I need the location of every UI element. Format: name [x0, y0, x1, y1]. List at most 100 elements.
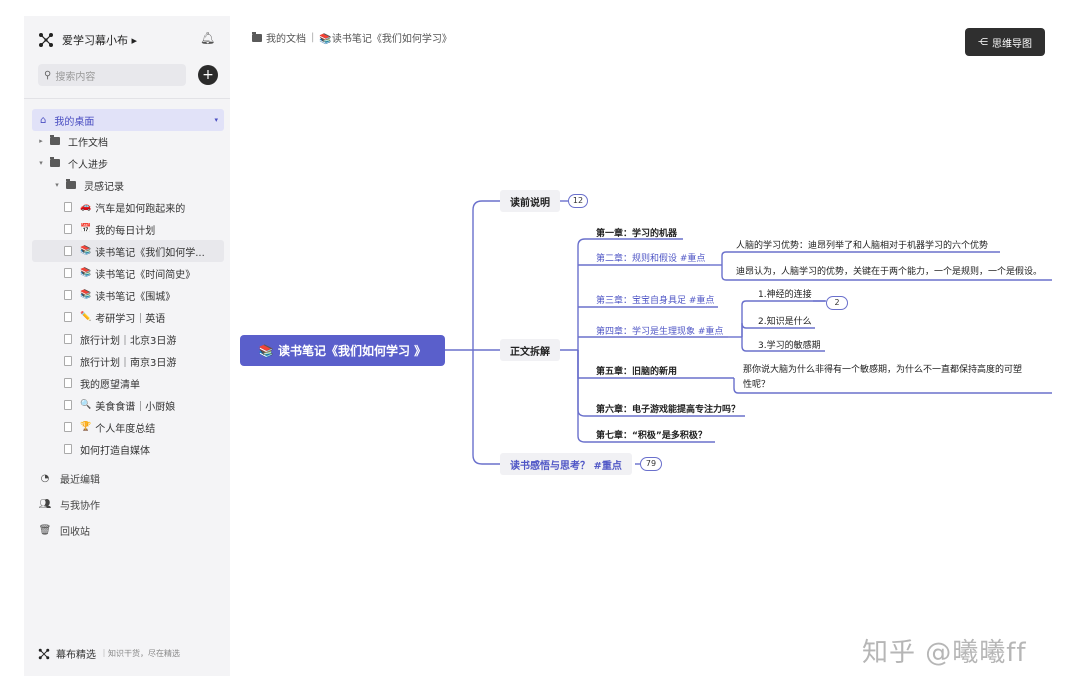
document-icon [64, 422, 72, 432]
sidebar-document[interactable]: 🔍美食食谱｜小厨娘 [32, 394, 224, 416]
add-button[interactable]: + [198, 65, 218, 85]
node-main-text[interactable]: 正文拆解 [500, 339, 560, 361]
workspace-switcher[interactable]: 爱学习幕小布 ▸ [38, 30, 137, 50]
sidebar-document[interactable]: 旅行计划｜北京3日游 [32, 328, 224, 350]
emoji-icon: 📚 [80, 290, 92, 300]
document-icon [64, 290, 72, 300]
mindmap-icon: ⋲ [978, 36, 988, 48]
sidebar-document[interactable]: 如何打造自媒体 [32, 438, 224, 460]
emoji-icon: 🚗 [80, 202, 92, 212]
sidebar-folder[interactable]: ▸工作文档 [32, 130, 224, 152]
node-chapter-5[interactable]: 第五章：旧脑的新用 [596, 367, 678, 377]
sidebar-nav-item[interactable]: 👥︎ 与我协作 [38, 497, 100, 512]
document-icon [64, 312, 72, 322]
collapsed-count-badge[interactable]: 2 [826, 296, 848, 310]
search-placeholder: 搜索内容 [55, 71, 96, 83]
breadcrumb: 我的文档 | 📚读书笔记《我们如何学习》 [252, 30, 452, 45]
folder-icon [252, 31, 262, 42]
node-chapter-4[interactable]: 第四章：学习是生理现象 #重点 [596, 327, 724, 337]
document-icon [64, 378, 72, 388]
node-ch2-note[interactable]: 人脑的学习优势：迪昂列举了和人脑相对于机器学习的六个优势 [736, 241, 989, 251]
document-icon [64, 202, 72, 212]
document-icon [64, 224, 72, 234]
node-ch4-note[interactable]: 2.知识是什么 [758, 317, 812, 327]
emoji-icon: 🔍 [80, 400, 92, 410]
watermark: 知乎 @曦曦ff [862, 638, 1027, 668]
trash-icon: 🗑︎ [38, 525, 52, 536]
sidebar-folder[interactable]: ▾个人进步 [32, 152, 224, 174]
node-chapter-3[interactable]: 第三章：宝宝自身具足 #重点 [596, 296, 715, 306]
node-chapter-7[interactable]: 第七章：“积极”是多积极？ [596, 431, 707, 441]
sidebar-document[interactable]: 我的愿望清单 [32, 372, 224, 394]
chevron-right-icon[interactable]: ▸ [39, 137, 43, 145]
node-ch4-note[interactable]: 1.神经的连接 [758, 290, 812, 300]
sidebar-document[interactable]: 🏆个人年度总结 [32, 416, 224, 438]
sidebar-folder[interactable]: ▾灵感记录 [32, 174, 224, 196]
collapsed-count-badge[interactable]: 12 [568, 194, 588, 208]
mindmap-button[interactable]: ⋲ 思维导图 [965, 28, 1045, 56]
sidebar-document[interactable]: 📅我的每日计划 [32, 218, 224, 240]
search-icon: ⚲ [44, 69, 52, 81]
emoji-icon: ✏️ [80, 312, 92, 322]
breadcrumb-separator: | [311, 32, 315, 43]
folder-icon [50, 157, 60, 167]
sidebar-document[interactable]: 🚗汽车是如何跑起来的 [32, 196, 224, 218]
workspace-name: 爱学习幕小布 ▸ [62, 34, 138, 47]
mubu-logo-icon [39, 33, 53, 47]
sidebar-item-desktop[interactable]: ⌂我的桌面▾ [32, 109, 224, 131]
sidebar-document[interactable]: 旅行计划｜南京3日游 [32, 350, 224, 372]
sidebar-nav-item[interactable]: 🗑︎ 回收站 [38, 523, 90, 538]
node-ch4-note[interactable]: 3.学习的敏感期 [758, 341, 821, 351]
clock-icon: ◔ [40, 473, 50, 484]
document-icon [64, 356, 72, 366]
sidebar-nav-label: 回收站 [60, 527, 90, 538]
breadcrumb-current: 📚读书笔记《我们如何学习》 [319, 34, 452, 45]
breadcrumb-root[interactable]: 我的文档 [266, 34, 306, 45]
chevron-down-icon[interactable]: ▾ [39, 159, 43, 167]
sidebar-nav-label: 与我协作 [60, 501, 100, 512]
document-icon [64, 400, 72, 410]
emoji-icon: 🏆 [80, 422, 92, 432]
mindmap-button-label: 思维导图 [992, 38, 1032, 50]
sidebar-document[interactable]: 📚读书笔记《我们如何学... [32, 240, 224, 262]
dropdown-icon[interactable]: ▾ [214, 116, 218, 124]
sidebar-nav-item[interactable]: ◔ 最近编辑 [38, 471, 100, 486]
node-chapter-1[interactable]: 第一章：学习的机器 [596, 229, 678, 239]
node-chapter-6[interactable]: 第六章：电子游戏能提高专注力吗？ [596, 405, 741, 415]
folder-icon [66, 179, 76, 189]
footer-brand: 幕布精选 [56, 650, 96, 661]
emoji-icon: 📚 [80, 268, 92, 278]
mindmap-root-node[interactable]: 📚 读书笔记《我们如何学习 》 [240, 335, 445, 366]
footer-featured[interactable]: 幕布精选 ｜知识干货，尽在精选 [38, 646, 180, 661]
document-icon [64, 334, 72, 344]
collapsed-count-badge[interactable]: 79 [640, 457, 662, 471]
node-ch5-note-cont[interactable]: 性呢？ [743, 380, 771, 390]
document-icon [64, 444, 72, 454]
node-reflection[interactable]: 读书感悟与思考？ #重点 [500, 453, 632, 475]
footer-tagline: ｜知识干货，尽在精选 [100, 649, 180, 658]
bell-icon[interactable]: 🔔︎ [200, 31, 216, 45]
sidebar-document[interactable]: ✏️考研学习｜英语 [32, 306, 224, 328]
folder-icon [50, 135, 60, 145]
document-icon [64, 268, 72, 278]
users-icon: 👥︎ [38, 499, 52, 510]
emoji-icon: 📅 [80, 224, 92, 234]
node-pre-read[interactable]: 读前说明 [500, 190, 560, 212]
chevron-down-icon[interactable]: ▾ [55, 181, 59, 189]
mubu-logo-icon [38, 648, 50, 659]
sidebar-document[interactable]: 📚读书笔记《时间简史》 [32, 262, 224, 284]
search-input[interactable]: ⚲ 搜索内容 [38, 64, 186, 86]
node-ch2-note[interactable]: 迪昂认为，人脑学习的优势，关键在于两个能力，一个是规则，一个是假设。 [736, 267, 1043, 277]
sidebar: 爱学习幕小布 ▸ 🔔︎ ⚲ 搜索内容 + ⌂我的桌面▾▸工作文档▾个人进步▾灵感… [24, 16, 230, 676]
sidebar-nav-label: 最近编辑 [60, 475, 100, 486]
home-icon: ⌂ [40, 114, 47, 126]
sidebar-divider [24, 98, 230, 99]
node-ch5-note[interactable]: 那你说大脑为什么非得有一个敏感期，为什么不一直都保持高度的可塑 [743, 365, 1023, 375]
emoji-icon: 📚 [80, 246, 92, 256]
document-icon [64, 246, 72, 256]
node-chapter-2[interactable]: 第二章：规则和假设 #重点 [596, 254, 706, 264]
sidebar-document[interactable]: 📚读书笔记《围城》 [32, 284, 224, 306]
